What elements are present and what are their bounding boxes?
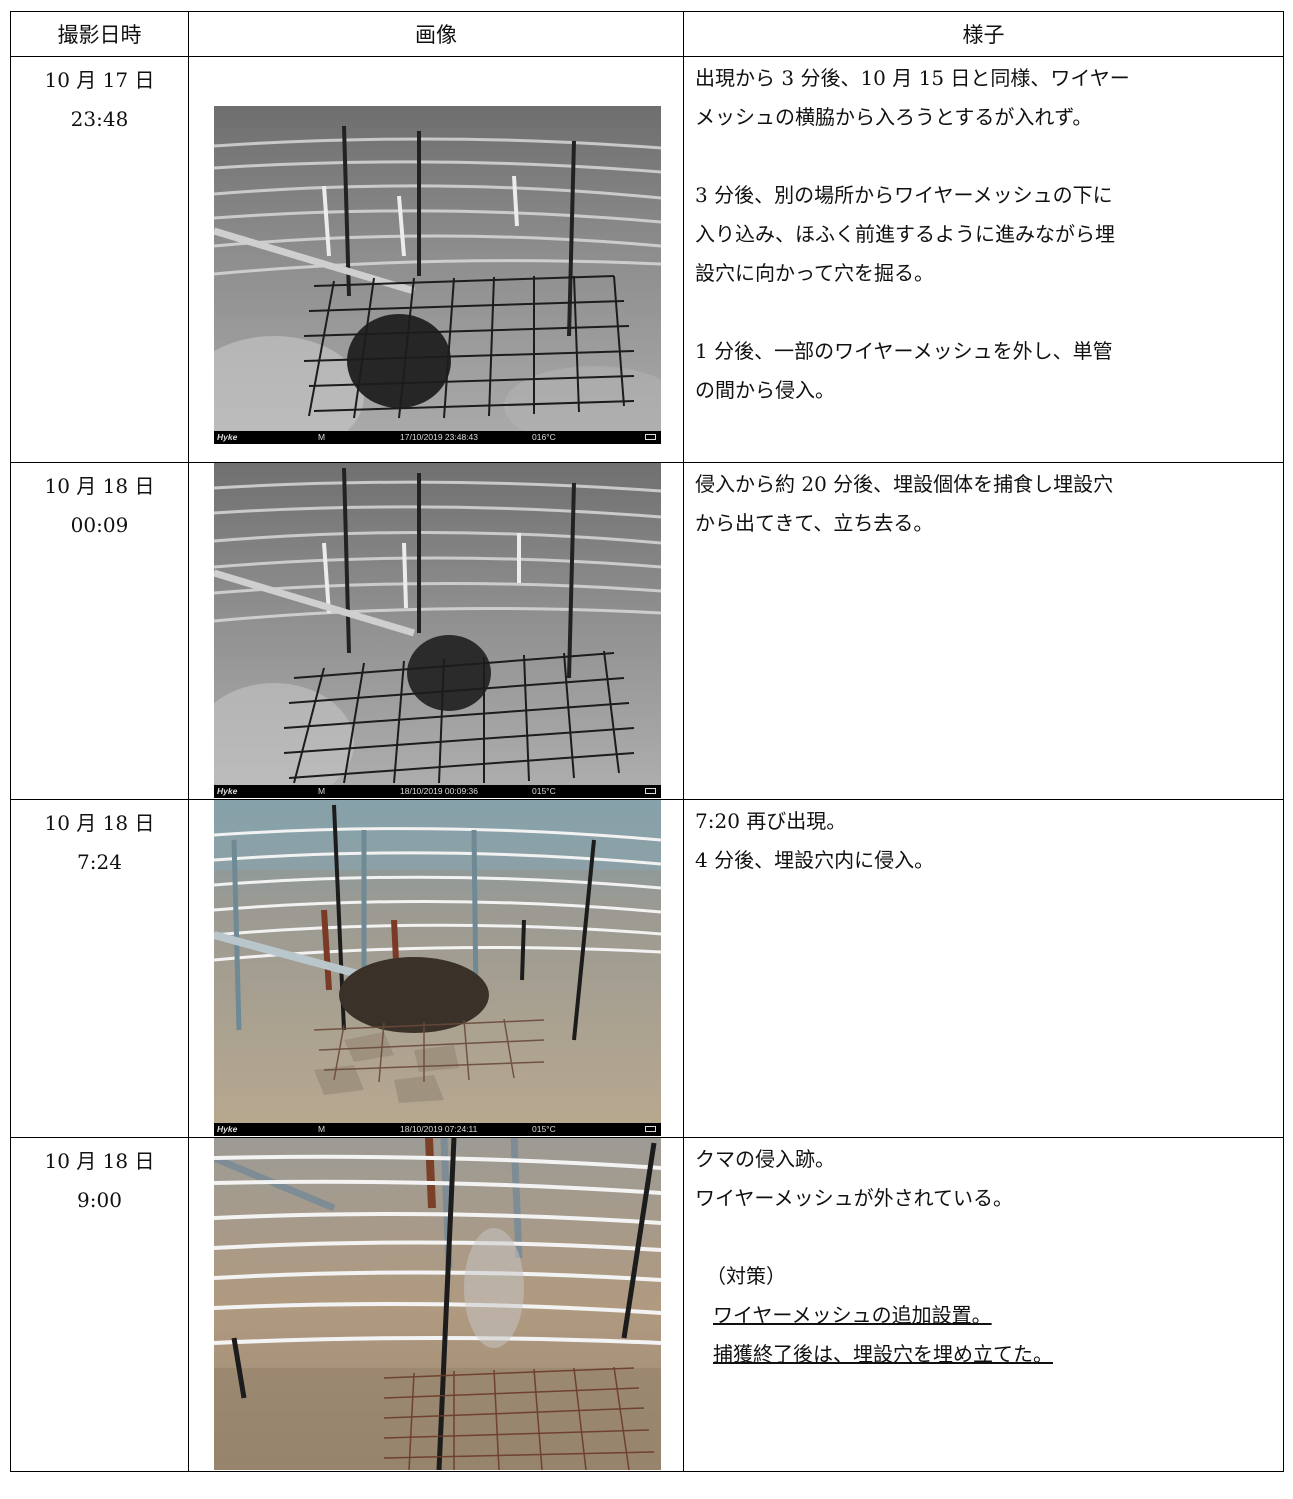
description-cell: クマの侵入跡。 ワイヤーメッシュが外されている。 （対策） ワイヤーメッシュの追…	[683, 1137, 1284, 1472]
battery-icon	[645, 788, 656, 794]
header-image: 画像	[188, 11, 684, 57]
image-cell: Hyke M 17/10/2019 23:48:43 016°C	[188, 56, 684, 463]
trail-camera-photo: Hyke M 18/10/2019 07:24:11 015°C	[214, 800, 661, 1136]
trail-camera-photo: Hyke M 18/10/2019 00:09:36 015°C	[214, 463, 661, 798]
camera-temperature: 015°C	[532, 786, 556, 796]
countermeasure-item: ワイヤーメッシュの追加設置。	[713, 1303, 992, 1327]
description-line: の間から侵入。	[695, 378, 835, 402]
date-text: 10 月 18 日	[44, 474, 155, 498]
header-row: 撮影日時 画像 様子	[10, 11, 1284, 57]
battery-icon	[645, 1126, 656, 1132]
camera-brand: Hyke	[217, 786, 238, 796]
date-cell: 10 月 18 日 7:24	[10, 799, 189, 1138]
table-row: 10 月 18 日 7:24	[10, 799, 1284, 1138]
description-line: 設穴に向かって穴を掘る。	[695, 261, 934, 285]
description-line: 出現から 3 分後、10 月 15 日と同様、ワイヤー	[695, 66, 1130, 90]
site-photo	[214, 1138, 661, 1470]
date-text: 10 月 17 日	[44, 68, 155, 92]
camera-brand: Hyke	[217, 1124, 238, 1134]
description-cell: 侵入から約 20 分後、埋設個体を捕食し埋設穴 から出てきて、立ち去る。	[683, 462, 1284, 800]
day-photo-image	[214, 800, 661, 1123]
night-ir-photo-image	[214, 106, 661, 431]
camera-timestamp: 18/10/2019 00:09:36	[400, 786, 478, 796]
description-cell: 7:20 再び出現。 4 分後、埋設穴内に侵入。	[683, 799, 1284, 1138]
camera-mode: M	[318, 786, 326, 796]
observation-table: 撮影日時 画像 様子 10 月 17 日 23:48	[10, 11, 1284, 1472]
table-row: 10 月 17 日 23:48	[10, 56, 1284, 463]
table-row: 10 月 18 日 00:09	[10, 462, 1284, 800]
description-line: 入り込み、ほふく前進するように進みながら埋	[695, 222, 1115, 246]
camera-info-bar: Hyke M 18/10/2019 00:09:36 015°C	[214, 785, 661, 798]
camera-mode: M	[318, 1124, 326, 1134]
date-text: 10 月 18 日	[44, 1149, 155, 1173]
header-date: 撮影日時	[10, 11, 189, 57]
camera-timestamp: 18/10/2019 07:24:11	[400, 1124, 478, 1134]
camera-temperature: 016°C	[532, 432, 556, 442]
description-cell: 出現から 3 分後、10 月 15 日と同様、ワイヤー メッシュの横脇から入ろう…	[683, 56, 1284, 463]
table-row: 10 月 18 日 9:00	[10, 1137, 1284, 1472]
image-cell: Hyke M 18/10/2019 07:24:11 015°C	[188, 799, 684, 1138]
intrusion-trace-photo-image	[214, 1138, 661, 1470]
night-ir-photo-image	[214, 463, 661, 785]
description-line: から出てきて、立ち去る。	[695, 511, 934, 535]
description-line	[695, 293, 1277, 332]
description-line	[695, 1218, 1277, 1257]
description-line: 7:20 再び出現。	[695, 809, 847, 833]
camera-temperature: 015°C	[532, 1124, 556, 1134]
date-cell: 10 月 17 日 23:48	[10, 56, 189, 463]
image-cell: Hyke M 18/10/2019 00:09:36 015°C	[188, 462, 684, 800]
time-text: 23:48	[70, 107, 129, 131]
description-line: 侵入から約 20 分後、埋設個体を捕食し埋設穴	[695, 472, 1114, 496]
camera-mode: M	[318, 432, 326, 442]
description-line: メッシュの横脇から入ろうとするが入れず。	[695, 105, 1093, 129]
trail-camera-photo: Hyke M 17/10/2019 23:48:43 016°C	[214, 106, 661, 444]
countermeasure-item: 捕獲終了後は、埋設穴を埋め立てた。	[713, 1342, 1053, 1366]
image-cell	[188, 1137, 684, 1472]
description-line	[695, 137, 1277, 176]
battery-icon	[645, 434, 656, 440]
description-line: 3 分後、別の場所からワイヤーメッシュの下に	[695, 183, 1113, 207]
description-line: 4 分後、埋設穴内に侵入。	[695, 848, 935, 872]
description-line: クマの侵入跡。	[695, 1147, 835, 1171]
camera-brand: Hyke	[217, 432, 238, 442]
time-text: 9:00	[77, 1188, 122, 1212]
date-text: 10 月 18 日	[44, 811, 155, 835]
date-cell: 10 月 18 日 9:00	[10, 1137, 189, 1472]
header-state: 様子	[683, 11, 1284, 57]
camera-timestamp: 17/10/2019 23:48:43	[400, 432, 478, 442]
time-text: 00:09	[70, 513, 129, 537]
description-line: ワイヤーメッシュが外されている。	[695, 1186, 1013, 1210]
description-line: 1 分後、一部のワイヤーメッシュを外し、単管	[695, 339, 1113, 363]
camera-info-bar: Hyke M 18/10/2019 07:24:11 015°C	[214, 1123, 661, 1136]
countermeasure-title: （対策）	[706, 1264, 786, 1288]
camera-info-bar: Hyke M 17/10/2019 23:48:43 016°C	[214, 431, 661, 444]
time-text: 7:24	[77, 850, 122, 874]
date-cell: 10 月 18 日 00:09	[10, 462, 189, 800]
